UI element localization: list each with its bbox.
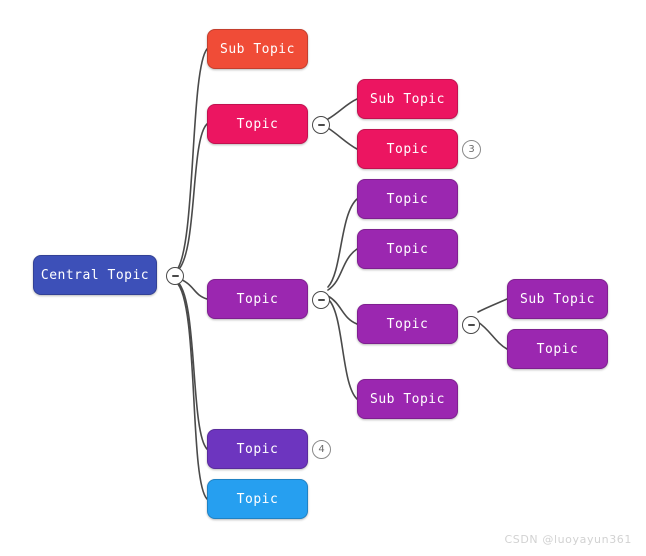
edge-toggle-topic-3-to-n-topic-6 bbox=[327, 295, 358, 325]
node-label: Topic bbox=[386, 191, 429, 207]
toggle-central-collapse-icon[interactable] bbox=[166, 267, 184, 285]
edge-toggle-topic-3-to-n-topic-5 bbox=[327, 248, 358, 291]
edge-toggle-topic-1-to-n-topic-2 bbox=[327, 127, 358, 150]
toggle-topic-6-collapse-icon[interactable] bbox=[462, 316, 480, 334]
edge-toggle-topic-3-to-n-topic-4 bbox=[327, 198, 358, 288]
node-label: Topic bbox=[536, 341, 579, 357]
node-n-topic-6[interactable]: Topic bbox=[357, 304, 458, 344]
edge-toggle-central-to-n-topic-9 bbox=[175, 281, 208, 500]
badge-topic-8[interactable]: 4 bbox=[312, 440, 331, 459]
node-n-topic-7[interactable]: Topic bbox=[507, 329, 608, 369]
node-label: Topic bbox=[236, 116, 279, 132]
toggle-topic-1-collapse-icon[interactable] bbox=[312, 116, 330, 134]
node-n-topic-1[interactable]: Topic bbox=[207, 104, 308, 144]
node-label: Topic bbox=[386, 316, 429, 332]
minus-icon bbox=[317, 299, 325, 301]
node-n-sub-3[interactable]: Sub Topic bbox=[357, 379, 458, 419]
watermark: CSDN @luoyayun361 bbox=[504, 533, 632, 546]
node-n-topic-4[interactable]: Topic bbox=[357, 179, 458, 219]
node-label: Central Topic bbox=[40, 267, 150, 283]
node-central[interactable]: Central Topic bbox=[33, 255, 157, 295]
node-n-topic-3[interactable]: Topic bbox=[207, 279, 308, 319]
badge-topic-2[interactable]: 3 bbox=[462, 140, 481, 159]
node-n-topic-9[interactable]: Topic bbox=[207, 479, 308, 519]
node-label: Sub Topic bbox=[370, 91, 445, 107]
edge-toggle-central-to-n-topic-1 bbox=[175, 123, 208, 273]
node-label: Topic bbox=[236, 291, 279, 307]
node-label: Topic bbox=[236, 441, 279, 457]
edge-toggle-central-to-n-topic-8 bbox=[175, 280, 208, 450]
edge-toggle-central-to-n-sub-1 bbox=[175, 48, 208, 272]
node-n-topic-8[interactable]: Topic bbox=[207, 429, 308, 469]
node-label: Topic bbox=[386, 141, 429, 157]
toggle-topic-3-collapse-icon[interactable] bbox=[312, 291, 330, 309]
node-n-sub-4[interactable]: Sub Topic bbox=[507, 279, 608, 319]
node-n-topic-2[interactable]: Topic bbox=[357, 129, 458, 169]
node-n-sub-2[interactable]: Sub Topic bbox=[357, 79, 458, 119]
node-label: Topic bbox=[386, 241, 429, 257]
edge-toggle-topic-6-to-n-topic-7 bbox=[477, 321, 508, 350]
node-label: Sub Topic bbox=[220, 41, 295, 57]
node-label: Sub Topic bbox=[370, 391, 445, 407]
edge-toggle-topic-6-to-n-sub-4 bbox=[477, 298, 508, 313]
edge-toggle-topic-1-to-n-sub-2 bbox=[327, 98, 358, 120]
node-n-sub-1[interactable]: Sub Topic bbox=[207, 29, 308, 69]
node-label: Topic bbox=[236, 491, 279, 507]
minus-icon bbox=[317, 124, 325, 126]
minus-icon bbox=[467, 324, 475, 326]
node-n-topic-5[interactable]: Topic bbox=[357, 229, 458, 269]
edge-toggle-topic-3-to-n-sub-3 bbox=[327, 298, 358, 400]
minus-icon bbox=[171, 275, 179, 277]
node-label: Sub Topic bbox=[520, 291, 595, 307]
